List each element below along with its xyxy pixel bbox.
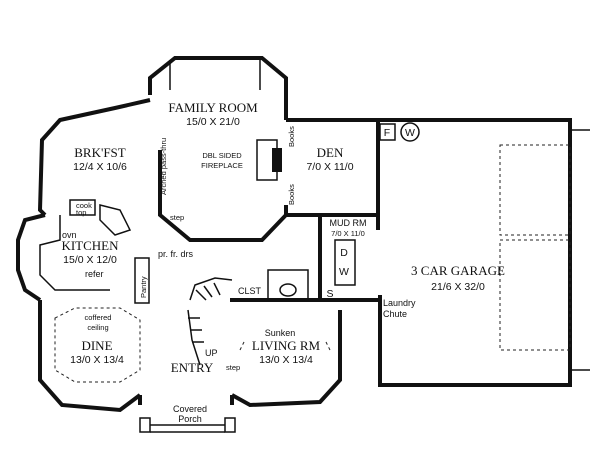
- entry-name: ENTRY: [171, 360, 214, 375]
- family-room-dim: 15/0 X 21/0: [186, 116, 240, 128]
- coffered-label-2: ceiling: [87, 323, 108, 332]
- water-heater-label: W: [405, 127, 415, 139]
- mud-room-dim: 7/0 X 11/0: [331, 229, 365, 238]
- brkfst-dim: 12/4 X 10/6: [73, 161, 127, 173]
- kitchen-walls: [16, 213, 46, 302]
- dine-name: DINE: [81, 338, 112, 353]
- dine-walls: [38, 300, 142, 413]
- cook-top-label-2: top: [76, 208, 86, 217]
- dine-dim: 13/0 X 13/4: [70, 354, 124, 366]
- living-dim: 13/0 X 13/4: [259, 354, 313, 366]
- garage-name: 3 CAR GARAGE: [411, 263, 505, 278]
- dryer-label: D: [340, 247, 348, 259]
- breakfast-walls: [37, 98, 151, 217]
- coffered-label-1: coffered: [85, 313, 112, 322]
- porch-label-1: Covered: [173, 404, 207, 414]
- clst-label: CLST: [238, 286, 262, 296]
- laundry-chute-label-2: Chute: [383, 309, 407, 319]
- pr-fr-drs-label: pr. fr. drs: [158, 249, 194, 259]
- living-walls: [231, 310, 342, 408]
- sink-label: S: [326, 288, 333, 300]
- step-family-label: step: [170, 213, 184, 222]
- cook-top-label-1: cook: [76, 201, 92, 210]
- kitchen-name: KITCHEN: [61, 238, 119, 253]
- living-name: LIVING RM: [252, 338, 321, 353]
- brkfst-name: BRK'FST: [74, 145, 126, 160]
- room-labels: FAMILY ROOM 15/0 X 21/0 DBL SIDED FIREPL…: [61, 100, 505, 424]
- ovn-label: ovn: [62, 230, 77, 240]
- den-name: DEN: [317, 145, 344, 160]
- porch-label-2: Porch: [178, 414, 202, 424]
- family-room-name: FAMILY ROOM: [168, 100, 258, 115]
- fireplace-label-2: FIREPLACE: [201, 161, 243, 170]
- interior-details: [39, 60, 590, 433]
- walls: [16, 56, 572, 413]
- garage-walls: [376, 118, 572, 387]
- pantry-label: Pantry: [139, 276, 148, 298]
- arched-pass-label: Arched pass-thru: [159, 138, 168, 195]
- mud-room-name: MUD RM: [330, 218, 367, 228]
- laundry-chute-label-1: Laundry: [383, 298, 416, 308]
- living-prefix: Sunken: [265, 328, 296, 338]
- fireplace-label-1: DBL SIDED: [202, 151, 242, 160]
- books-top-label: Books: [287, 126, 296, 147]
- refer-label: refer: [85, 269, 104, 279]
- up-label: UP: [205, 348, 218, 358]
- step-entry-label: step: [226, 363, 240, 372]
- books-bottom-label: Books: [287, 184, 296, 205]
- den-dim: 7/0 X 11/0: [306, 161, 353, 173]
- washer-label: W: [339, 266, 349, 278]
- kitchen-dim: 15/0 X 12/0: [63, 254, 117, 266]
- garage-dim: 21/6 X 32/0: [431, 281, 485, 293]
- furnace-label: F: [384, 127, 390, 139]
